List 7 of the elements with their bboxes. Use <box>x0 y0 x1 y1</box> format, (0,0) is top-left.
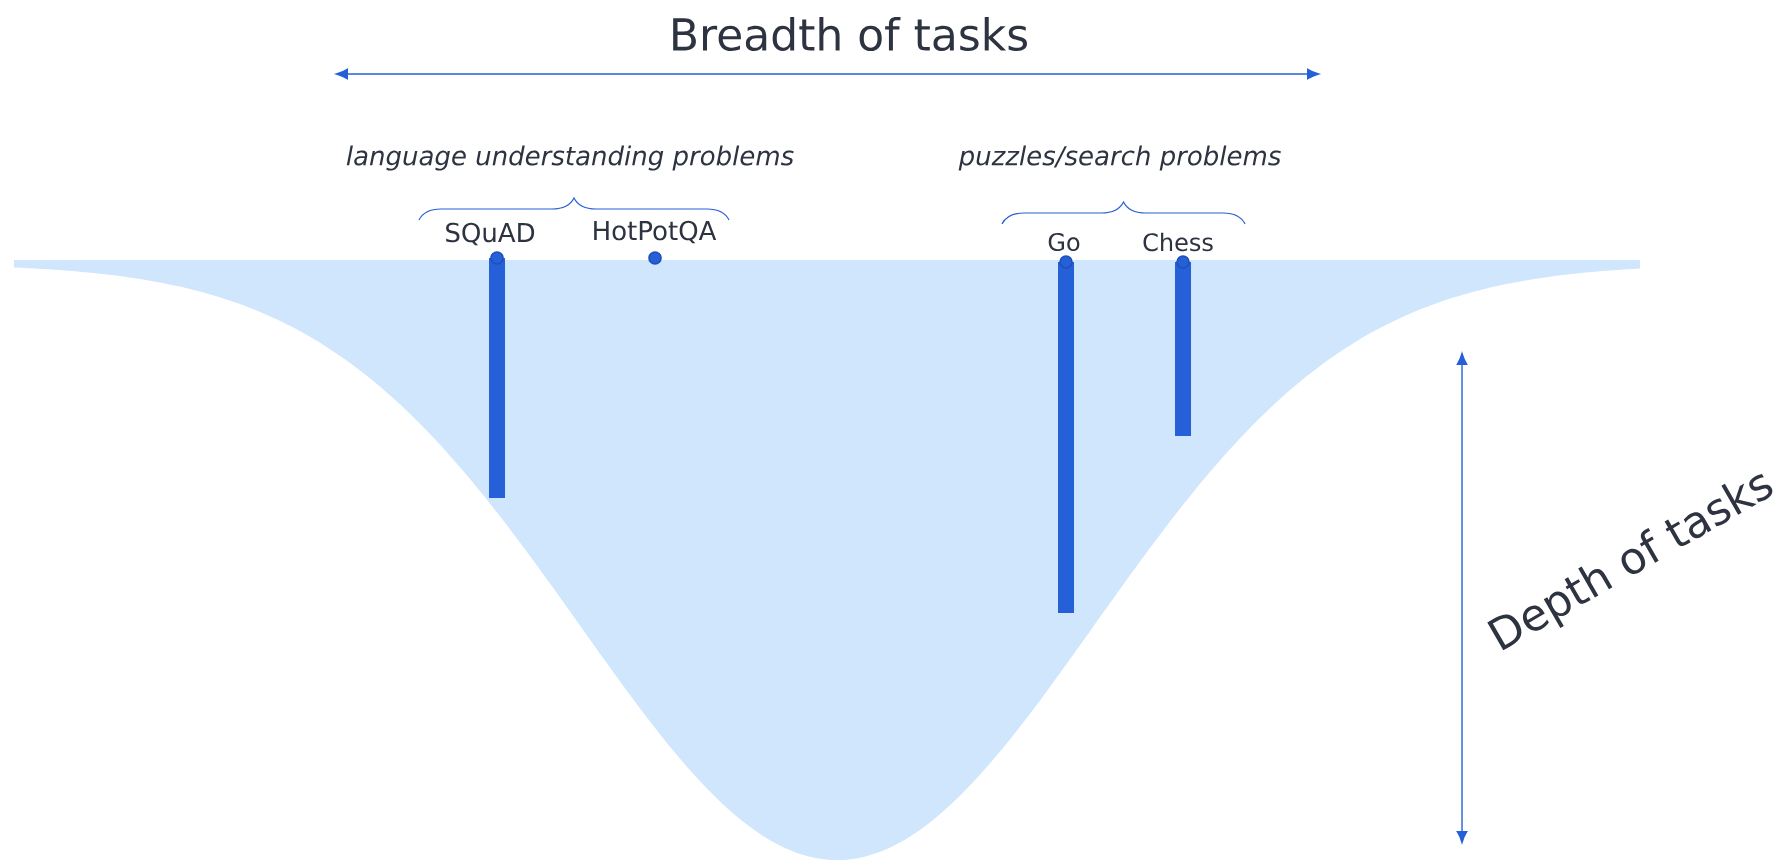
task-label: Go <box>1048 232 1080 252</box>
task-label: HotPotQA <box>594 220 717 244</box>
group-label: language understanding problems <box>346 145 794 171</box>
group-label: puzzles/search problems <box>958 145 1281 171</box>
task-label: SQuAD <box>446 222 535 246</box>
task-label: Chess <box>1143 232 1213 252</box>
axis-label: Breadth of tasks <box>673 16 1027 52</box>
